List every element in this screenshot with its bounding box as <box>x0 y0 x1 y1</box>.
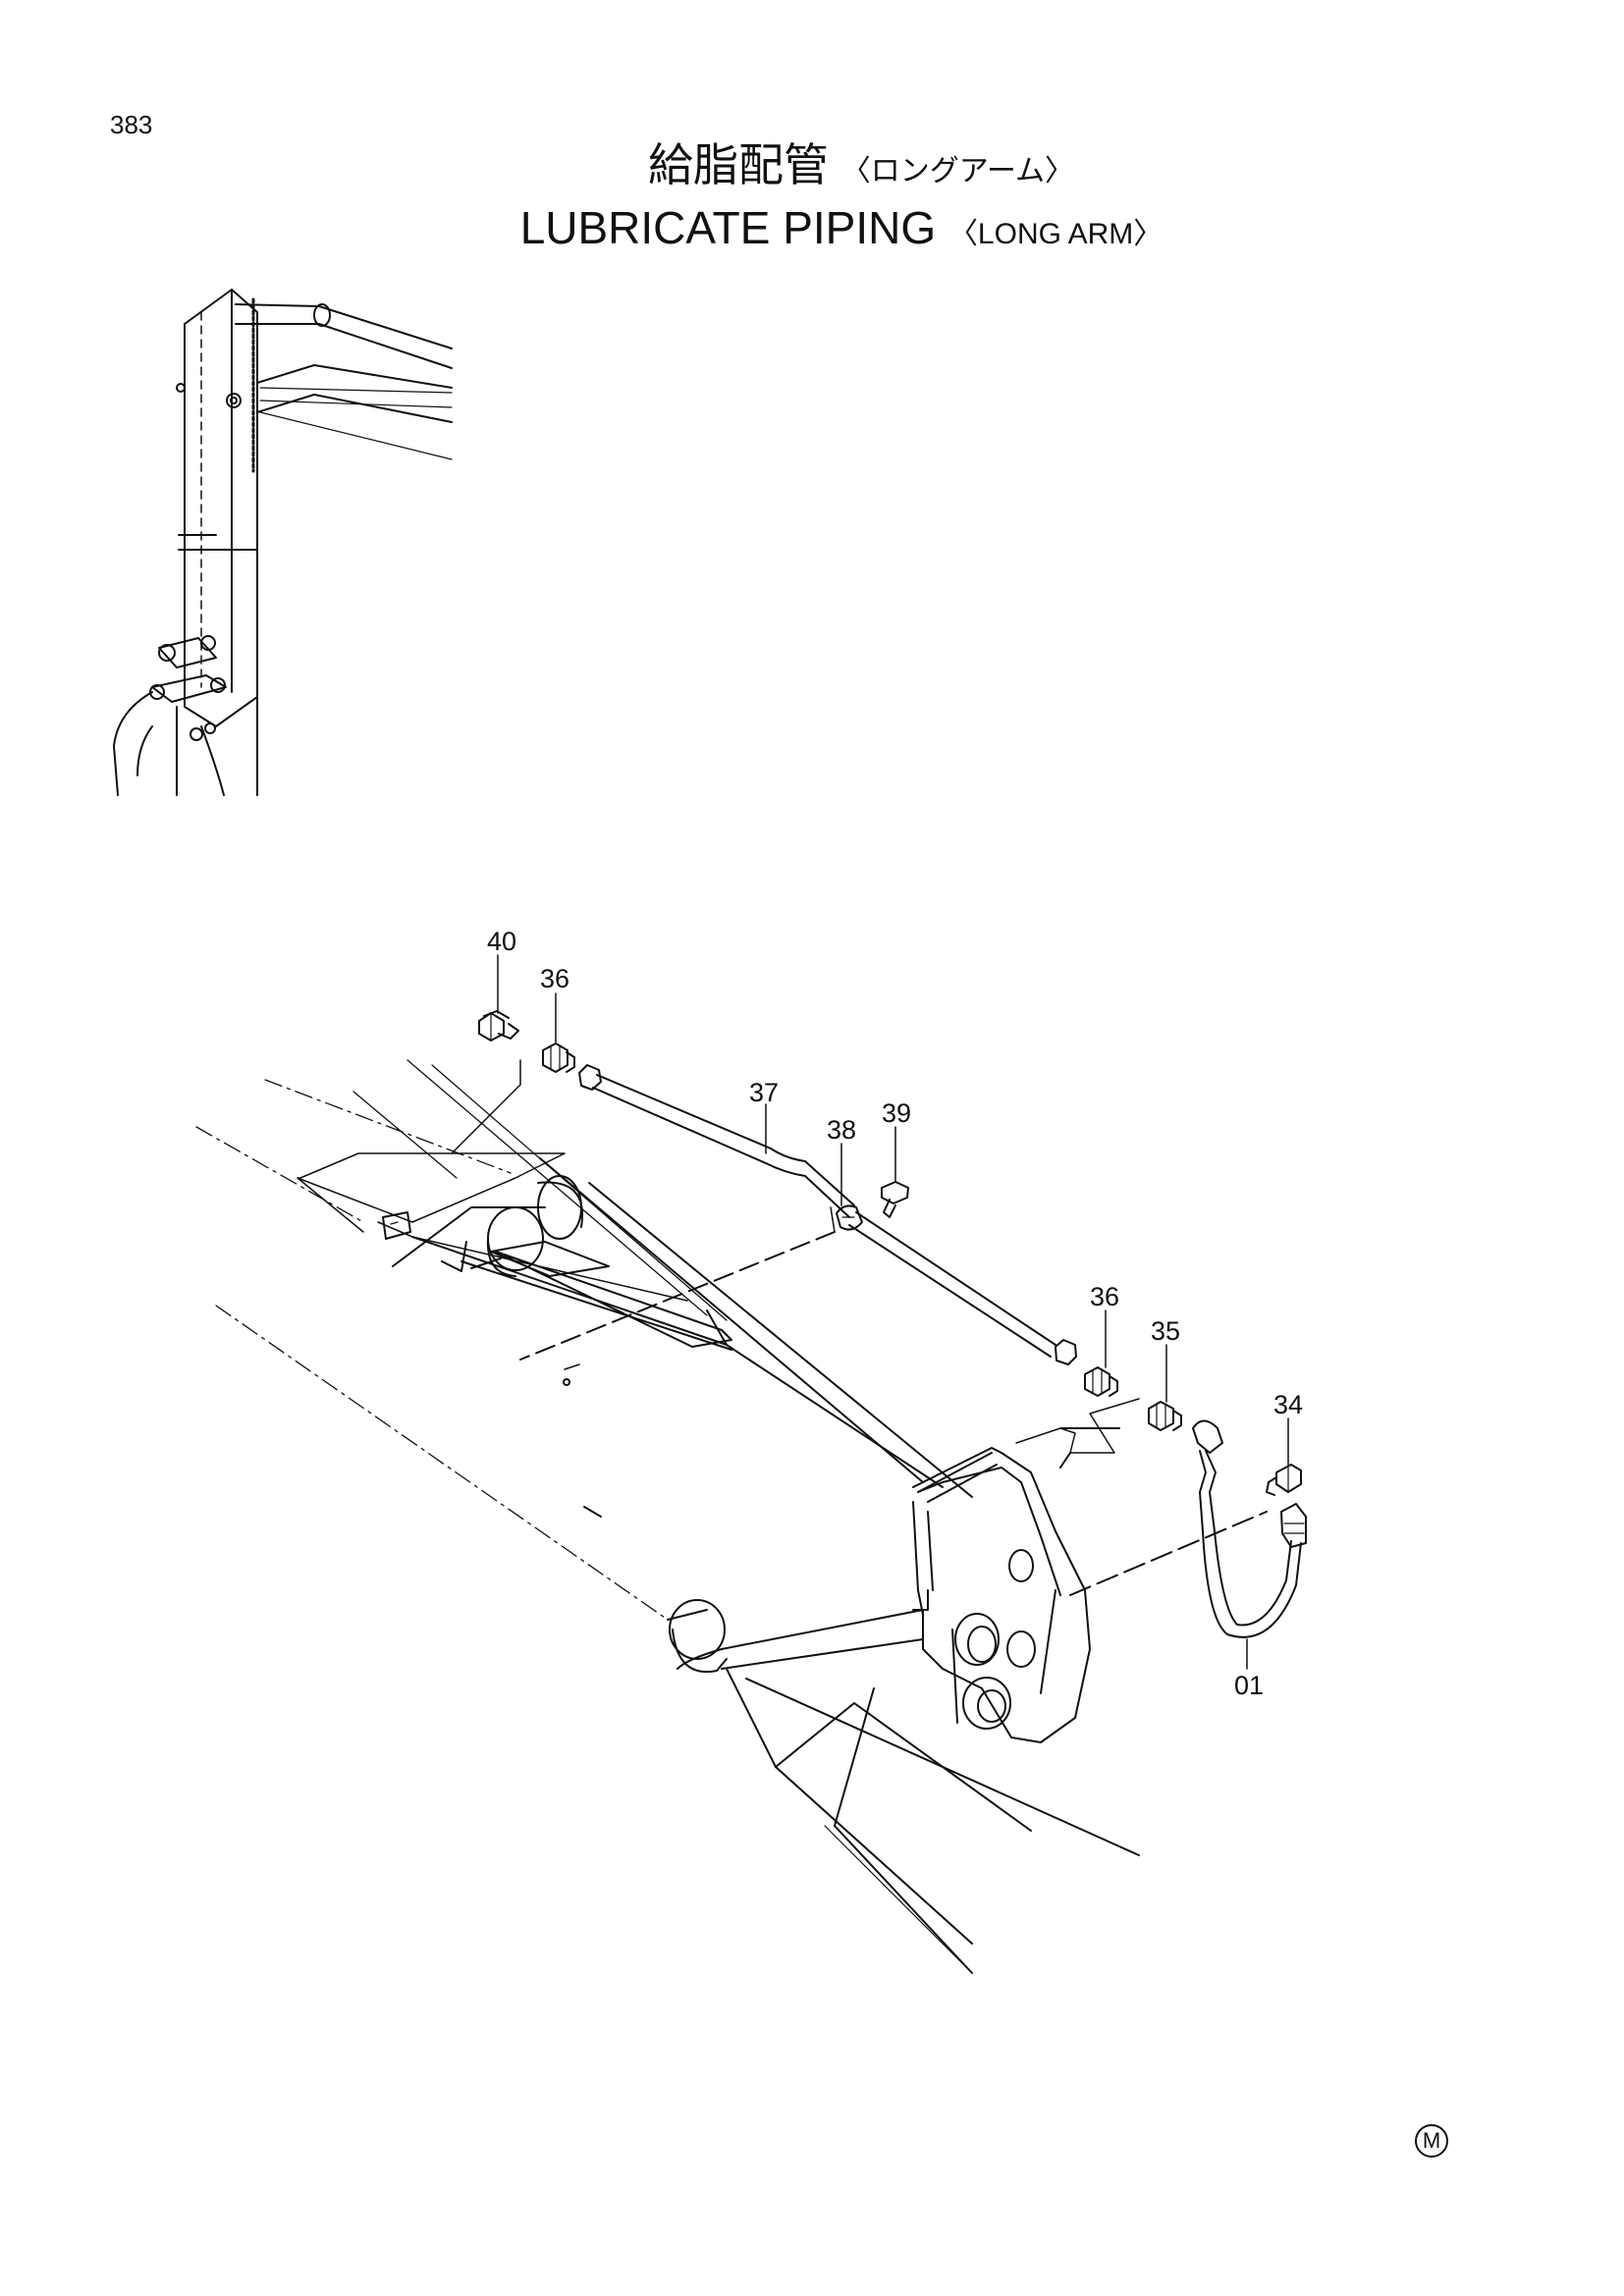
title-block: 給脂配管 〈ロングアーム〉 LUBRICATE PIPING 〈LONG ARM… <box>0 137 1624 263</box>
page-number: 383 <box>110 110 153 139</box>
elbow-34 <box>1266 1464 1302 1496</box>
arm-assembly <box>195 1059 1268 1974</box>
adapter-35 <box>1148 1401 1182 1431</box>
clamp-38 <box>830 1204 863 1233</box>
leader-lines <box>497 954 1289 1670</box>
callout-40: 40 <box>487 927 516 956</box>
callout-38: 38 <box>827 1115 856 1145</box>
title-japanese-main: 給脂配管 <box>647 139 829 190</box>
callout-01: 01 <box>1234 1671 1264 1700</box>
bolt-39 <box>881 1181 909 1218</box>
title-english-sub: 〈LONG ARM〉 <box>947 218 1164 250</box>
adapter-36-lower <box>1084 1366 1118 1397</box>
adapter-36-upper <box>542 1042 575 1073</box>
hose-01 <box>1192 1419 1307 1638</box>
grease-nipple-40 <box>478 1010 519 1041</box>
callout-34: 34 <box>1273 1390 1303 1419</box>
title-english-main: LUBRICATE PIPING <box>519 202 937 253</box>
title-japanese-sub: 〈ロングアーム〉 <box>840 155 1075 187</box>
title-japanese: 給脂配管 〈ロングアーム〉 <box>49 137 1624 199</box>
piping <box>478 1010 1307 1638</box>
callout-35: 35 <box>1151 1316 1180 1346</box>
callout-37: 37 <box>749 1078 779 1107</box>
registered-mark-icon: M <box>1415 2124 1448 2158</box>
callout-labels: 40 36 37 38 39 36 35 34 01 <box>487 927 1303 1700</box>
title-english: LUBRICATE PIPING 〈LONG ARM〉 <box>29 199 1624 263</box>
callout-39: 39 <box>882 1098 911 1128</box>
callout-36-lower: 36 <box>1090 1282 1119 1311</box>
callout-36-upper: 36 <box>540 964 569 993</box>
machine-overview-inset <box>113 289 453 796</box>
